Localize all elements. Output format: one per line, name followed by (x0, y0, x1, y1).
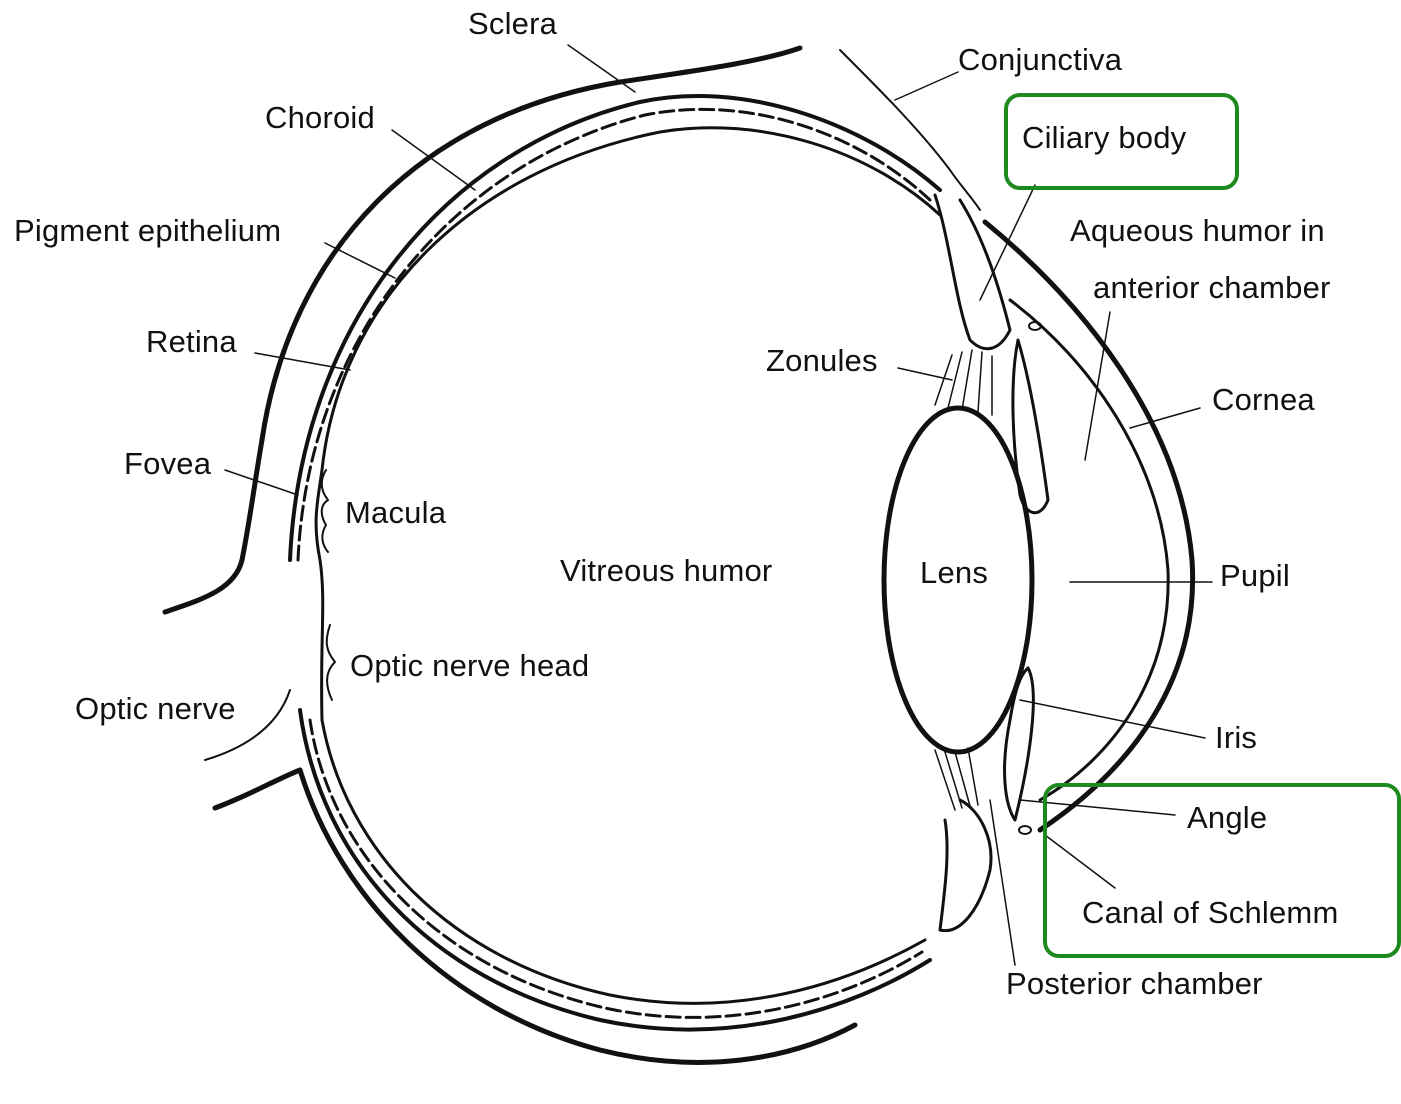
optic-nerve-bottom-edge (215, 770, 300, 808)
label-iris: Iris (1215, 722, 1257, 753)
leader-fovea (225, 470, 298, 495)
retina-layer-bottom (322, 720, 925, 1003)
choroid-layer (298, 109, 930, 560)
retina-layer (322, 128, 940, 470)
label-pigment-epithelium: Pigment epithelium (14, 215, 281, 246)
sclera-inner (290, 96, 940, 560)
optic-nerve-head-brace (327, 625, 335, 700)
canal-of-schlemm-mark (1019, 826, 1031, 834)
leader-ciliary-body (980, 185, 1035, 300)
leader-zonules (898, 368, 952, 380)
ciliary-body-upper (935, 195, 1010, 349)
label-optic-nerve: Optic nerve (75, 693, 236, 724)
leader-posterior-chamber (990, 800, 1015, 965)
label-optic-nerve-head: Optic nerve head (350, 650, 589, 681)
leader-conjunctiva (895, 72, 958, 100)
zonules-upper (935, 350, 992, 415)
label-retina: Retina (146, 326, 237, 357)
highlight-angle-canal (1043, 783, 1401, 958)
label-conjunctiva: Conjunctiva (958, 44, 1122, 75)
label-cornea: Cornea (1212, 384, 1315, 415)
iris-lower (1005, 668, 1034, 820)
macula-brace (322, 470, 328, 552)
label-choroid: Choroid (265, 102, 375, 133)
label-aqueous-line1: Aqueous humor in (1070, 215, 1325, 246)
label-zonules: Zonules (766, 345, 878, 376)
label-posterior-chamber: Posterior chamber (1006, 968, 1263, 999)
choroid-layer-bottom (310, 720, 922, 1017)
label-aqueous-line2: anterior chamber (1093, 272, 1331, 303)
label-lens: Lens (920, 557, 988, 588)
label-macula: Macula (345, 497, 446, 528)
highlight-ciliary-body (1004, 93, 1239, 190)
label-sclera: Sclera (468, 8, 557, 39)
ciliary-body-lower (940, 800, 991, 931)
sclera-outer-bottom (300, 770, 855, 1062)
label-fovea: Fovea (124, 448, 211, 479)
zonules-lower (935, 748, 978, 810)
leader-cornea (1130, 408, 1200, 428)
label-pupil: Pupil (1220, 560, 1290, 591)
leader-iris (1020, 700, 1205, 738)
leader-pigment-epithelium (325, 243, 395, 278)
label-vitreous-humor: Vitreous humor (560, 555, 772, 586)
